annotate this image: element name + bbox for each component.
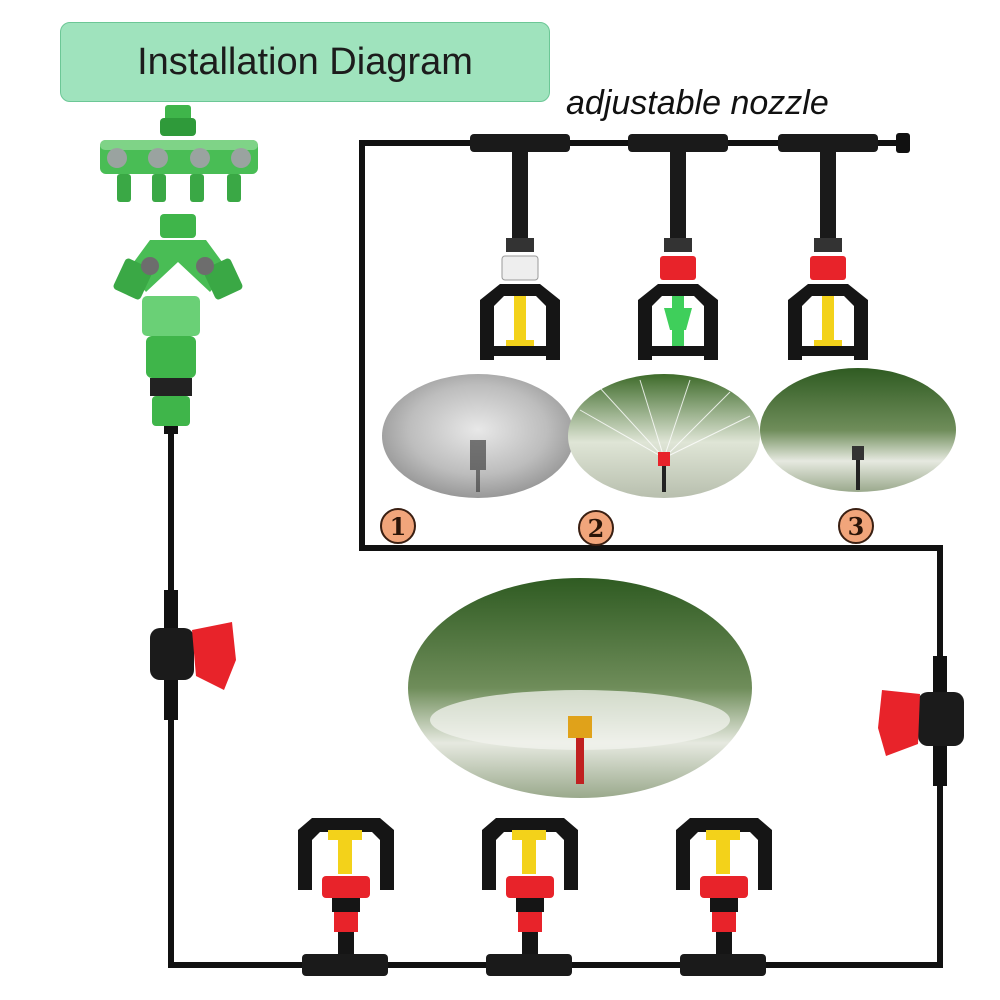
micro-sprinkler-nozzle-icon [298, 818, 394, 954]
top-nozzle-1 [470, 134, 570, 360]
adjustable-nozzle-label: adjustable nozzle [566, 84, 829, 122]
top-nozzle-2 [628, 134, 728, 360]
four-way-tap-connector-icon [100, 105, 258, 202]
marker-1: 1 [380, 508, 416, 544]
bottom-nozzle-2 [482, 818, 578, 976]
micro-sprinkler-nozzle-icon [788, 256, 868, 360]
hose-lines [168, 140, 943, 968]
t-connector-icon [470, 134, 570, 152]
marker-2: 2 [578, 510, 614, 546]
inline-valve-icon [878, 656, 964, 786]
end-cap [896, 133, 910, 153]
t-connector-icon [680, 954, 766, 976]
spray-photo-large [408, 578, 752, 798]
spray-photo-fog [760, 368, 956, 492]
t-connector-icon [778, 134, 878, 152]
spray-photo-mist [382, 374, 574, 498]
hose-adapter-icon [142, 296, 200, 434]
hose-main-left [168, 140, 943, 968]
two-way-y-splitter-icon [113, 214, 243, 300]
top-nozzle-3 [778, 134, 878, 360]
bottom-nozzle-3 [676, 818, 772, 976]
t-connector-icon [302, 954, 388, 976]
diagram-title: Installation Diagram [60, 22, 550, 102]
micro-sprinkler-nozzle-icon [482, 818, 578, 954]
inline-valve-icon [150, 590, 236, 720]
t-connector-icon [486, 954, 572, 976]
micro-sprinkler-nozzle-icon [480, 255, 560, 360]
t-connector-icon [628, 134, 728, 152]
micro-sprinkler-nozzle-icon [676, 818, 772, 954]
marker-3: 3 [838, 508, 874, 544]
spray-photo-spray [568, 374, 760, 498]
micro-sprinkler-nozzle-icon [638, 256, 718, 360]
bottom-nozzle-1 [298, 818, 394, 976]
